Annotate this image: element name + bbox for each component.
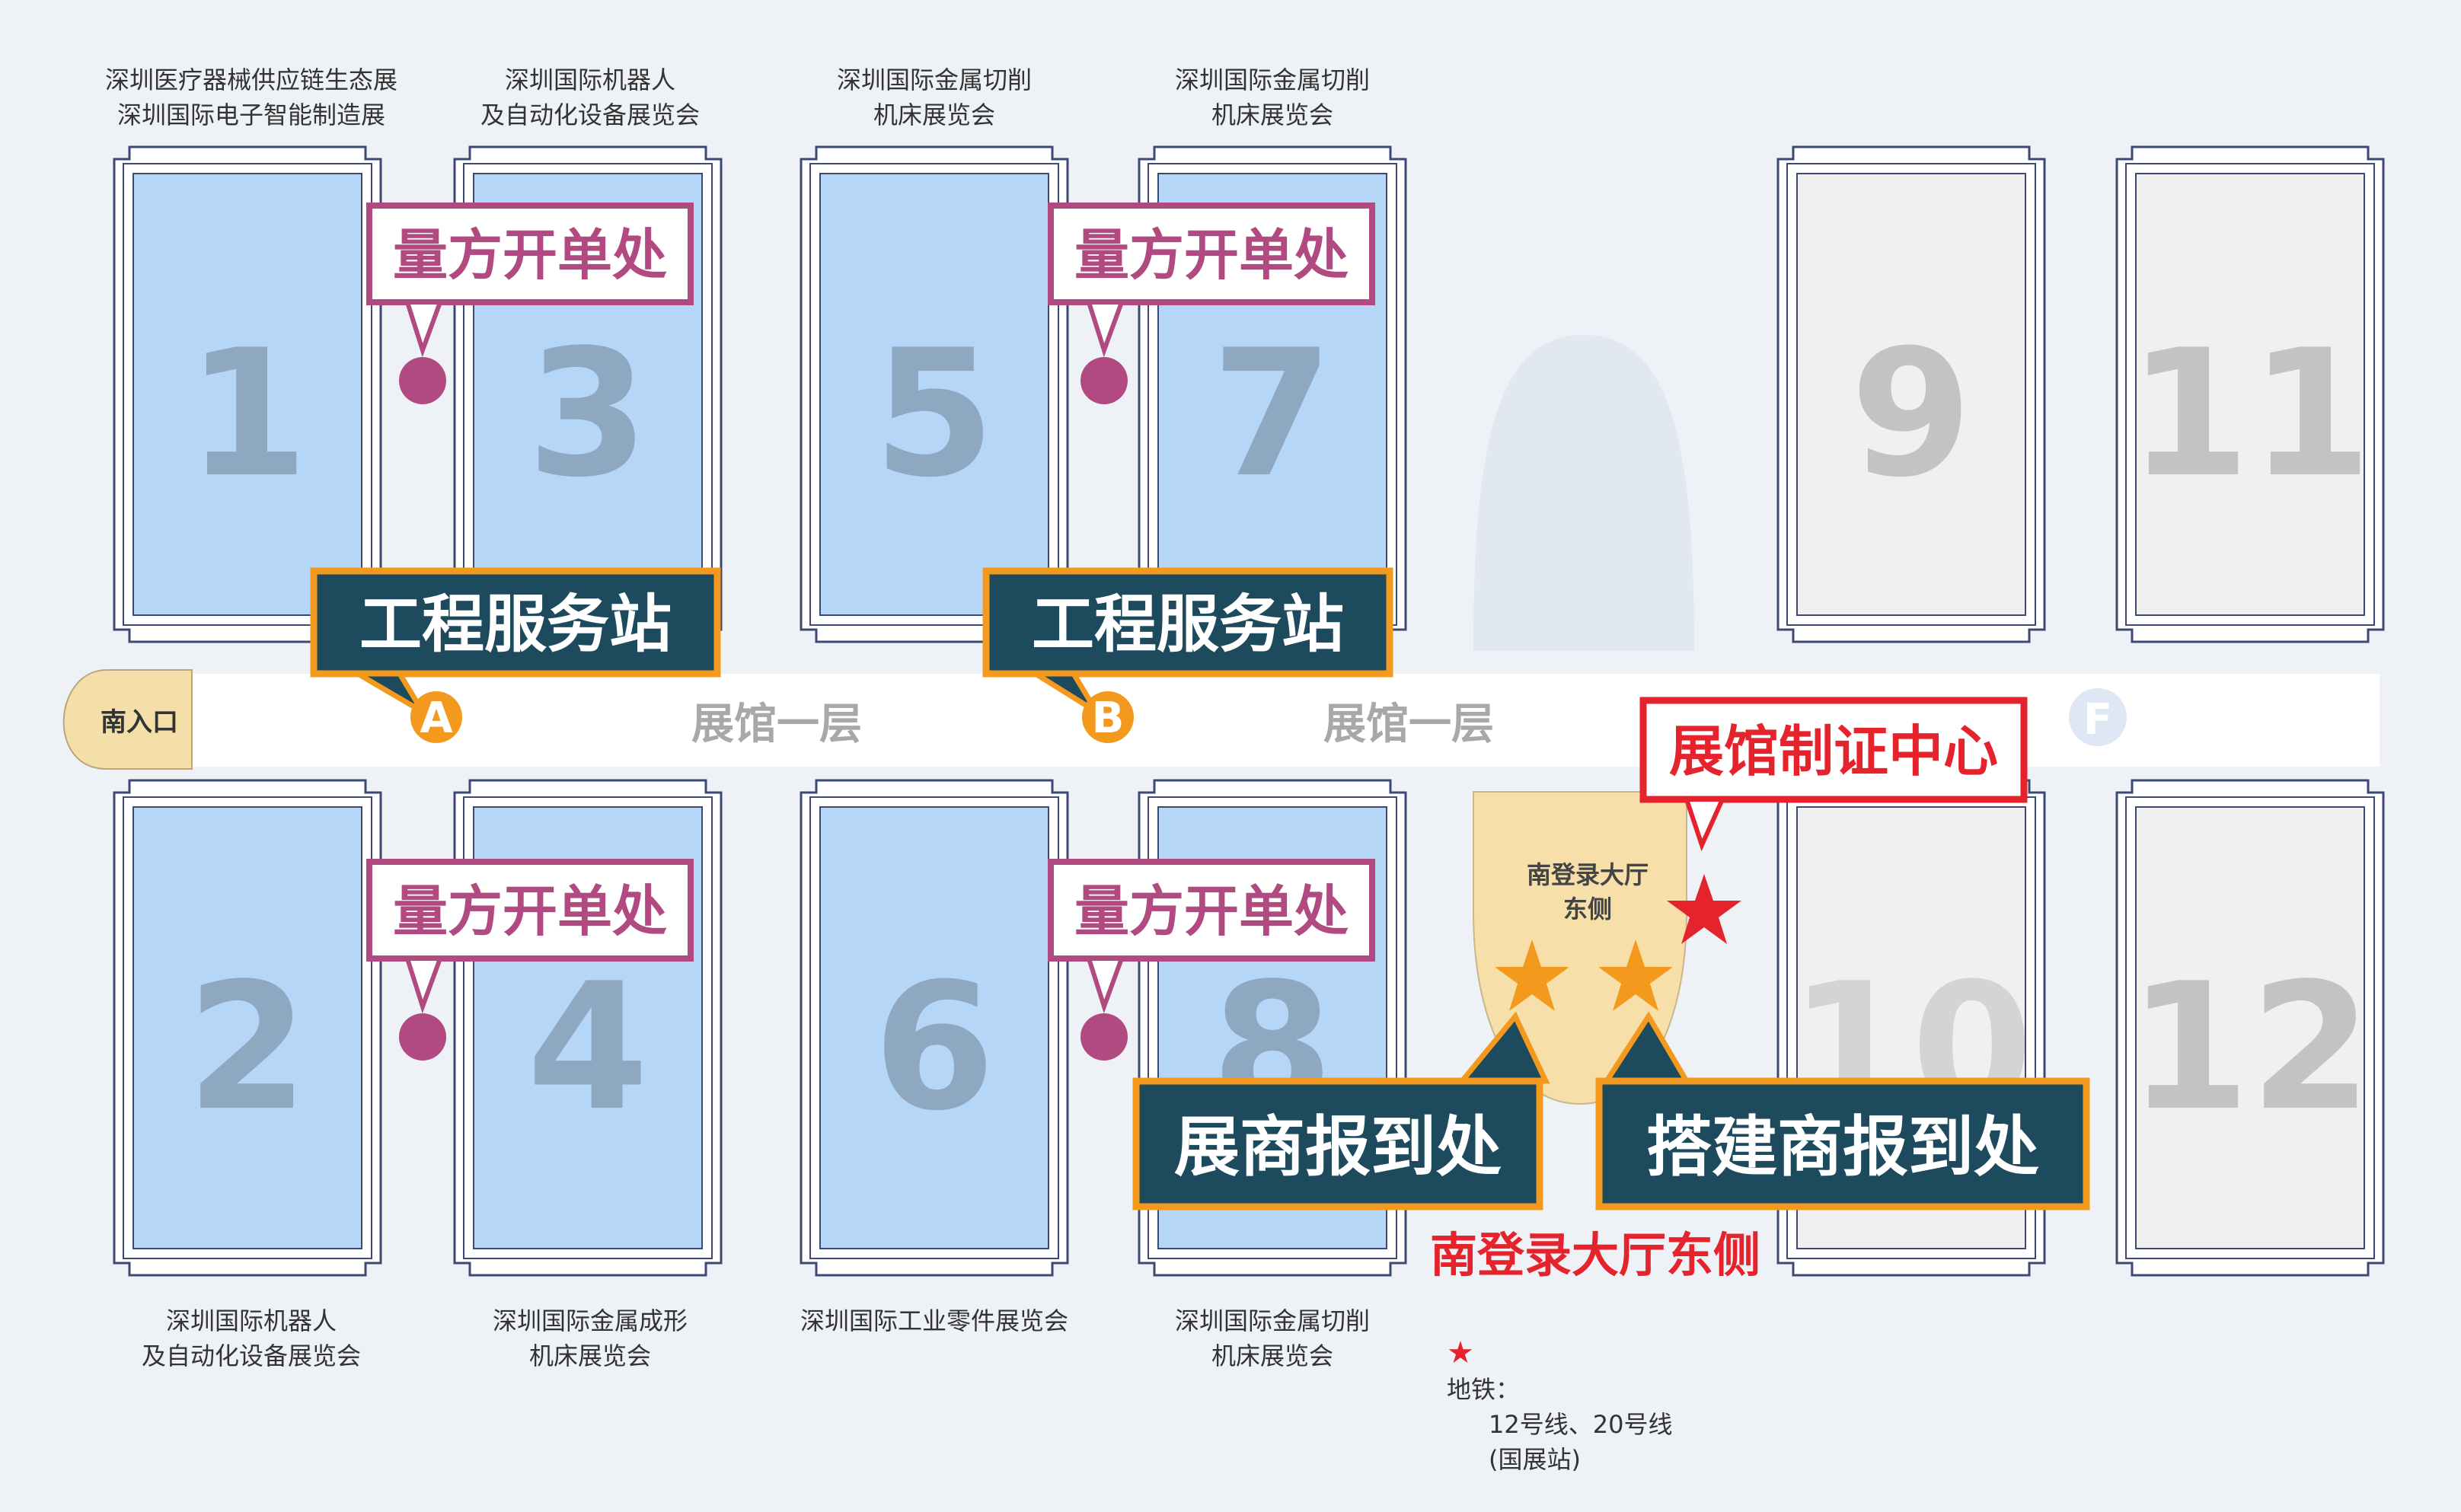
south-entrance bbox=[62, 669, 193, 770]
svg-text:量方开单处: 量方开单处 bbox=[1074, 879, 1349, 943]
svg-text:展馆制证中心: 展馆制证中心 bbox=[1669, 719, 1998, 783]
hall-2-caption: 深圳国际机器人 及自动化设备展览会 bbox=[141, 1306, 361, 1370]
south-lobby-label-1: 南登录大厅 bbox=[1527, 860, 1649, 889]
hall-6[interactable]: 6 bbox=[800, 779, 1069, 1277]
svg-text:7: 7 bbox=[1211, 313, 1333, 516]
hall-8-caption: 深圳国际金属切削 机床展览会 bbox=[1174, 1306, 1370, 1370]
order-pin-bottom-right[interactable]: 量方开单处 bbox=[1048, 859, 1375, 1061]
exhibitor-registration[interactable]: 展商报到处 bbox=[1132, 1011, 1550, 1211]
lobby-caption: 南登录大厅东侧 bbox=[1430, 1227, 1760, 1283]
cert-center-star-icon bbox=[1667, 874, 1741, 944]
svg-text:B: B bbox=[1092, 694, 1125, 743]
hall-6-caption: 深圳国际工业零件展览会 bbox=[800, 1306, 1068, 1335]
svg-text:展商报到处: 展商报到处 bbox=[1174, 1109, 1502, 1185]
svg-text:3: 3 bbox=[527, 313, 649, 516]
exhibitor-star-icon bbox=[1495, 939, 1569, 1011]
floor-map: 南入口 展馆一层 展馆一层 1 3 5 7 9 11 2 4 6 8 10 12… bbox=[62, 145, 2385, 1283]
order-pin-top-left[interactable]: 量方开单处 bbox=[366, 203, 694, 404]
certificate-center[interactable]: 展馆制证中心 bbox=[1639, 697, 2028, 852]
floor-label-1: 展馆一层 bbox=[691, 700, 862, 749]
svg-text:量方开单处: 量方开单处 bbox=[393, 879, 667, 943]
svg-text:A: A bbox=[420, 694, 453, 743]
corridor bbox=[168, 674, 2380, 767]
svg-text:F: F bbox=[2083, 695, 2112, 745]
south-lobby-label-2: 东侧 bbox=[1563, 895, 1612, 923]
svg-text:量方开单处: 量方开单处 bbox=[1074, 223, 1349, 287]
hall-1[interactable]: 1 bbox=[113, 145, 382, 643]
hall-3-caption: 深圳国际机器人 及自动化设备展览会 bbox=[480, 65, 700, 129]
hall-1-caption: 深圳医疗器械供应链生态展 深圳国际电子智能制造展 bbox=[104, 65, 397, 129]
service-station-b[interactable]: 工程服务站 B bbox=[982, 567, 1393, 743]
metro-title: 地铁： bbox=[1447, 1375, 1521, 1404]
svg-text:搭建商报到处: 搭建商报到处 bbox=[1646, 1109, 2039, 1185]
order-pin-bottom-left[interactable]: 量方开单处 bbox=[366, 859, 694, 1061]
svg-text:工程服务站: 工程服务站 bbox=[359, 589, 672, 661]
svg-text:11: 11 bbox=[2128, 313, 2372, 516]
hall-7-caption: 深圳国际金属切削 机床展览会 bbox=[1174, 65, 1370, 129]
service-station-a[interactable]: 工程服务站 A bbox=[310, 567, 721, 743]
hall-9[interactable]: 9 bbox=[1776, 145, 2046, 643]
svg-text:12: 12 bbox=[2128, 946, 2372, 1150]
svg-text:9: 9 bbox=[1850, 313, 1972, 516]
hall-2[interactable]: 2 bbox=[113, 779, 382, 1277]
builder-registration[interactable]: 搭建商报到处 bbox=[1595, 1011, 2090, 1211]
metro-legend: ★ 地铁： 12号线、20号线 (国展站) bbox=[1447, 1300, 1672, 1512]
dome bbox=[1473, 335, 1694, 651]
svg-text:2: 2 bbox=[187, 946, 308, 1150]
hall-4-caption: 深圳国际金属成形 机床展览会 bbox=[492, 1306, 688, 1370]
gate-f-marker[interactable]: F bbox=[2069, 688, 2127, 746]
svg-text:6: 6 bbox=[873, 946, 995, 1150]
svg-text:5: 5 bbox=[873, 313, 995, 516]
svg-text:1: 1 bbox=[187, 313, 308, 516]
hall-11[interactable]: 11 bbox=[2115, 145, 2385, 643]
hall-4[interactable]: 4 bbox=[453, 779, 723, 1277]
floor-label-2: 展馆一层 bbox=[1323, 700, 1494, 749]
svg-text:量方开单处: 量方开单处 bbox=[393, 223, 667, 287]
south-lobby-east bbox=[1473, 791, 1687, 1105]
hall-12[interactable]: 12 bbox=[2115, 779, 2385, 1277]
order-pin-top-right[interactable]: 量方开单处 bbox=[1048, 203, 1375, 404]
svg-text:4: 4 bbox=[527, 946, 649, 1150]
hall-5[interactable]: 5 bbox=[800, 145, 1069, 643]
builder-star-icon bbox=[1598, 939, 1673, 1011]
svg-text:工程服务站: 工程服务站 bbox=[1032, 589, 1344, 661]
south-entrance-label: 南入口 bbox=[101, 707, 178, 738]
metro-star-icon: ★ bbox=[1447, 1335, 1474, 1370]
metro-lines: 12号线、20号线 (国展站) bbox=[1489, 1410, 1673, 1474]
hall-5-caption: 深圳国际金属切削 机床展览会 bbox=[836, 65, 1032, 129]
